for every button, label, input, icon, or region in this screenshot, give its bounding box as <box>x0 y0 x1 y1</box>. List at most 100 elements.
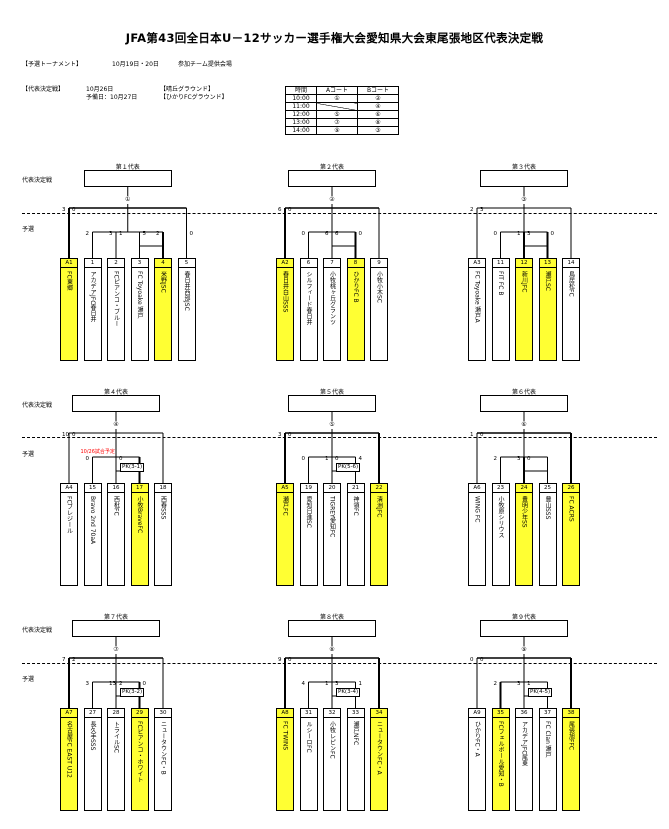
team-name: ニュータウンFC・B <box>159 721 167 775</box>
team-name: ひかりFC・A <box>473 721 481 757</box>
team-number: 5 <box>178 259 195 268</box>
score-label: 5 <box>142 231 147 237</box>
team-name: シルフィード春日井 <box>305 271 312 325</box>
team-name: 小牧桃ヶ丘グランツ <box>328 271 336 325</box>
team-number: 8 <box>347 259 364 268</box>
team-number: 6 <box>300 259 317 268</box>
prelim-venue: 参加チーム提供会場 <box>178 61 232 68</box>
prelim-row-label: 予選 <box>22 226 35 233</box>
team-name: 愛知日進SC <box>305 496 312 528</box>
team-name: FC ACRS <box>567 496 575 522</box>
team-number: 4 <box>155 259 171 268</box>
group-title: 第９代表 <box>511 614 536 621</box>
team-number: 20 <box>324 484 340 493</box>
group-title: 第２代表 <box>319 164 344 171</box>
team-number: 15 <box>84 484 101 493</box>
team-name: 春日井西部JSC <box>183 271 190 311</box>
team-name: FC Toyoake 瀬戸 <box>136 271 143 319</box>
team-number: 24 <box>516 484 532 493</box>
score-label: 2 <box>119 681 123 687</box>
match-number: ④ <box>113 421 119 428</box>
team-name: 神領FC <box>352 496 359 516</box>
team-name: FC東郷 <box>65 271 73 291</box>
score-label: 3 <box>109 231 113 237</box>
score-label: 4 <box>358 456 363 462</box>
team-name: 春日井白山SSS <box>281 271 289 313</box>
score-label: 0 <box>189 231 194 237</box>
team-number: 28 <box>108 709 124 718</box>
score-label: 6 <box>335 231 339 237</box>
representative-box <box>480 395 568 412</box>
score-label: 2 <box>72 657 76 663</box>
score-label: 0 <box>288 207 292 213</box>
team-number: A6 <box>469 484 485 493</box>
team-number: A3 <box>469 259 485 268</box>
final-row-label: 代表決定戦 <box>22 627 53 634</box>
team-number: 17 <box>131 484 148 493</box>
team-name: FC Toyoake 瀬戸A <box>473 271 481 323</box>
team-name: 長久手SSS <box>89 721 96 751</box>
team-name: WING FC <box>473 496 481 523</box>
representative-box <box>72 395 160 412</box>
team-number: 34 <box>371 709 387 718</box>
score-label: 9 <box>278 657 282 663</box>
team-name: ニュータウンFC・A <box>375 721 383 775</box>
team-name: 清洲JFC <box>375 496 383 518</box>
team-number: 21 <box>347 484 364 493</box>
final-dates: 10月26日 予備日：10月27日 <box>86 86 138 101</box>
score-label: 0 <box>85 456 90 462</box>
score-label: 1 <box>325 456 329 462</box>
team-name: FCピアンコ・ブルー <box>112 271 120 327</box>
team-name: ひかりFC B <box>352 271 359 303</box>
team-name: FC Clan 瀬戸 <box>544 721 551 758</box>
score-label: 1 <box>325 681 329 687</box>
final-venues: 【晴丘グラウンド】 【ひかりFCグラウンド】 <box>160 86 228 101</box>
team-name: FIT FC B <box>497 271 504 296</box>
team-number: 35 <box>492 709 509 718</box>
team-box: 34 ニュータウンFC・A <box>370 708 388 811</box>
final-row-label: 代表決定戦 <box>22 177 53 184</box>
group-title: 第７代表 <box>103 614 128 621</box>
score-label: 3 <box>85 681 90 687</box>
score-label: 0 <box>527 456 531 462</box>
team-name: 瀬戸NFC <box>352 721 359 746</box>
score-label: 1 <box>517 231 521 237</box>
representative-box <box>83 170 172 187</box>
score-label: 0 <box>480 432 484 438</box>
divider-row-2 <box>22 437 657 438</box>
score-label: 2 <box>470 207 474 213</box>
score-label: 1 <box>470 432 474 438</box>
score-label: 3 <box>278 432 282 438</box>
team-number: A2 <box>277 259 293 268</box>
pk-result: PK(3-1) <box>120 463 145 472</box>
score-label: 3 <box>517 681 521 687</box>
score-label: 0 <box>142 681 147 687</box>
team-name: 小牧小木SC <box>375 271 383 303</box>
prelim-row-label: 予選 <box>22 676 35 683</box>
team-name: 鳥居松FC <box>567 271 575 297</box>
schedule-table: 時間 Aコート Bコート 10:00 ① ② 11:00 ④ 12:00 ⑤ ⑥… <box>285 86 399 135</box>
final-label: 【代表決定戦】 <box>22 86 65 93</box>
team-name: 豊明少年SS <box>520 496 528 528</box>
score-label: 2 <box>493 681 498 687</box>
team-number: 11 <box>492 259 509 268</box>
team-box: 21 神領FC <box>346 483 365 586</box>
team-number: 2 <box>108 259 124 268</box>
